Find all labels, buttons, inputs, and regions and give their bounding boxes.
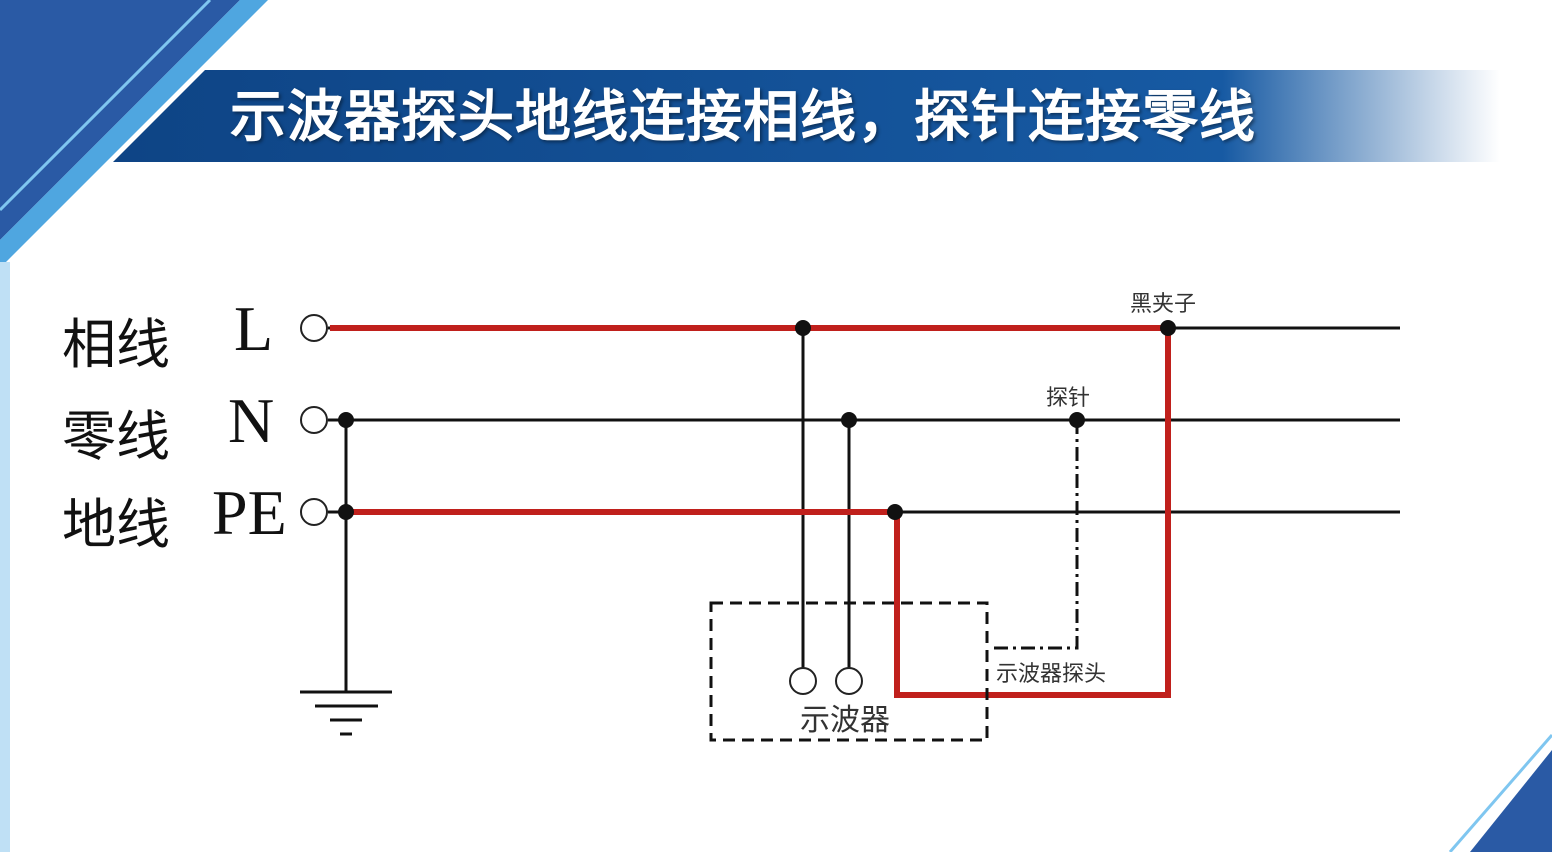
scope-terminal-1 [789, 667, 817, 695]
terminal-PE [300, 498, 328, 526]
oscilloscope-label: 示波器 [800, 703, 890, 738]
black-clip-label: 黑夹子 [1130, 292, 1197, 317]
highlight-path [330, 325, 1171, 698]
line-symbol-L: L [234, 293, 274, 364]
terminal-N [300, 406, 328, 434]
oscilloscope-box [709, 601, 989, 742]
probe-tip-label: 探针 [1046, 386, 1091, 411]
probe-label: 示波器探头 [996, 662, 1107, 687]
probe-wire [990, 420, 1079, 650]
scope-terminal-2 [835, 667, 863, 695]
line-symbol-PE: PE [212, 477, 287, 548]
line-name-N: 零线 [62, 405, 170, 468]
junction-dots [338, 320, 1176, 520]
line-name-PE: 地线 [62, 493, 170, 556]
terminal-L [300, 314, 328, 342]
line-symbol-N: N [228, 385, 275, 456]
page-title: 示波器探头地线连接相线，探针连接零线 [230, 85, 1256, 150]
line-name-L: 相线 [62, 313, 170, 376]
